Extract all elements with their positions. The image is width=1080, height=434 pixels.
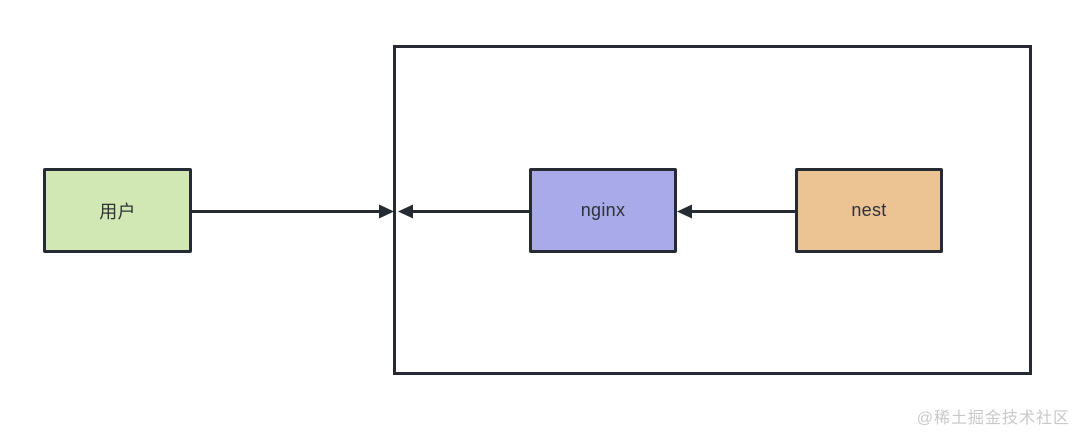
server-boundary-box [393,45,1032,375]
node-nest-label: nest [851,200,887,220]
watermark: @稀土掘金技术社区 [916,410,1070,427]
arrow-user-to-boundary [192,204,394,219]
arrow-nginx-to-boundary [398,204,529,219]
node-nest: nest [795,168,943,253]
node-nginx-label: nginx [580,200,626,220]
arrow-nest-to-nginx [677,204,795,219]
node-user: 用户 [43,168,192,253]
node-nginx: nginx [529,168,677,253]
node-user-label: 用户 [99,201,136,222]
